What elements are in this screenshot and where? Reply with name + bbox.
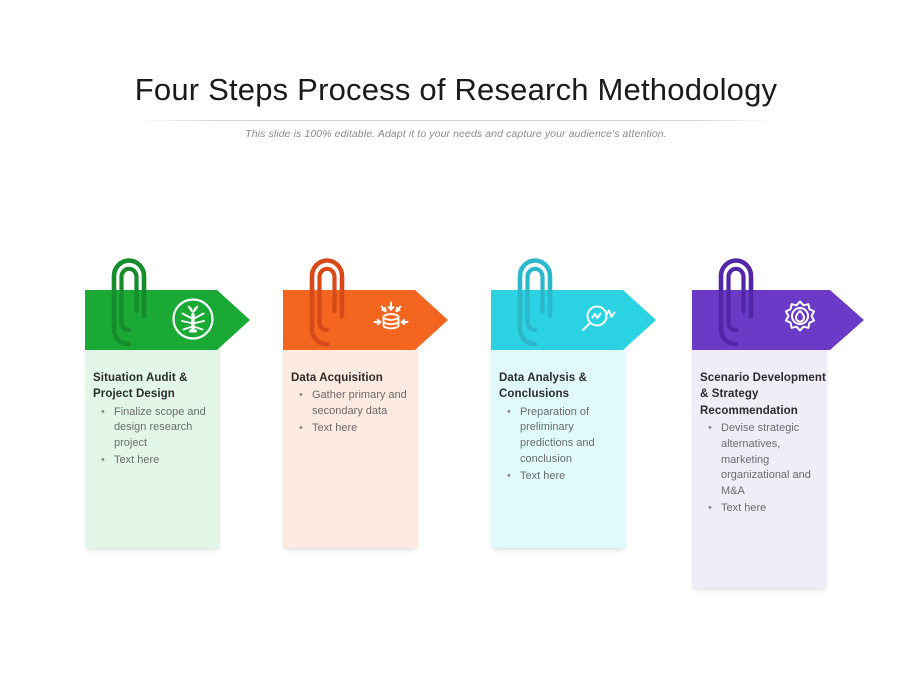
list-item-text: Text here xyxy=(312,421,358,434)
bullet-glyph: • xyxy=(507,405,511,418)
list-item: • Text here xyxy=(93,453,221,469)
list-item: • Text here xyxy=(291,421,419,437)
list-item-text: Gather primary and secondary data xyxy=(312,389,407,418)
page-title: Four Steps Process of Research Methodolo… xyxy=(134,72,778,107)
process-step-card[interactable]: Data Acquisition • Gather primary and sec… xyxy=(283,248,488,578)
bullet-glyph: • xyxy=(101,454,105,467)
step-bullet-list: • Finalize scope and design research proj… xyxy=(93,405,221,469)
list-item-text: Text here xyxy=(520,469,566,482)
bullet-glyph: • xyxy=(299,421,303,434)
step-body-panel xyxy=(283,340,418,548)
paperclip-outer-stroke xyxy=(517,258,553,347)
step-body-panel xyxy=(85,340,220,548)
bullet-glyph: • xyxy=(708,502,712,515)
list-item-text: Text here xyxy=(114,454,160,467)
paperclip-inner-stroke xyxy=(726,266,746,333)
step-heading: Situation Audit & Project Design xyxy=(93,372,188,401)
step-heading: Scenario Development & Strategy Recommen… xyxy=(700,372,826,417)
database-collect-icon xyxy=(368,296,414,342)
slide-header: Four Steps Process of Research Methodolo… xyxy=(0,0,912,140)
page-subtitle: This slide is 100% editable. Adapt it to… xyxy=(245,127,667,140)
paperclip-icon xyxy=(513,256,557,348)
title-divider xyxy=(135,119,777,121)
process-step-card[interactable]: Situation Audit & Project Design • Finali… xyxy=(85,248,290,578)
paperclip-outer-stroke xyxy=(111,258,147,347)
process-step-card[interactable]: Scenario Development & Strategy Recommen… xyxy=(692,248,897,588)
plant-emblem-icon xyxy=(170,296,216,342)
bullet-glyph: • xyxy=(101,405,105,418)
step-body-panel xyxy=(692,340,827,588)
list-item-text: Preparation of preliminary predictions a… xyxy=(520,405,595,466)
gear-flame-icon xyxy=(777,296,823,342)
paperclip-icon xyxy=(305,256,349,348)
paperclip-inner-stroke xyxy=(119,266,139,333)
bullet-glyph: • xyxy=(299,389,303,402)
paperclip-outer-stroke xyxy=(718,258,754,347)
list-item: • Text here xyxy=(700,501,828,517)
step-bullet-list: • Devise strategic alternatives, marketin… xyxy=(700,421,828,517)
list-item-text: Text here xyxy=(721,502,767,515)
paperclip-outer-stroke xyxy=(309,258,345,347)
paperclip-icon xyxy=(714,256,758,348)
process-step-card[interactable]: Data Analysis & Conclusions • Preparation… xyxy=(491,248,696,578)
step-heading: Data Analysis & Conclusions xyxy=(499,372,587,401)
paperclip-icon xyxy=(107,256,151,348)
bullet-glyph: • xyxy=(507,469,511,482)
step-text-block: Situation Audit & Project Design • Finali… xyxy=(93,370,221,470)
bullet-glyph: • xyxy=(708,421,712,434)
list-item: • Gather primary and secondary data xyxy=(291,388,419,420)
list-item: • Preparation of preliminary predictions … xyxy=(499,405,627,468)
list-item-text: Devise strategic alternatives, marketing… xyxy=(721,421,811,498)
step-body-panel xyxy=(491,340,626,548)
step-text-block: Data Acquisition • Gather primary and sec… xyxy=(291,370,419,438)
list-item: • Devise strategic alternatives, marketin… xyxy=(700,421,828,500)
paperclip-inner-stroke xyxy=(317,266,337,333)
list-item-text: Finalize scope and design research proje… xyxy=(114,405,206,450)
list-item: • Text here xyxy=(499,469,627,485)
paperclip-inner-stroke xyxy=(525,266,545,333)
magnifier-analytics-icon xyxy=(576,296,622,342)
step-bullet-list: • Gather primary and secondary data • Text… xyxy=(291,388,419,436)
process-steps-container: Situation Audit & Project Design • Finali… xyxy=(0,248,912,588)
step-bullet-list: • Preparation of preliminary predictions … xyxy=(499,405,627,485)
step-text-block: Data Analysis & Conclusions • Preparation… xyxy=(499,370,627,486)
step-text-block: Scenario Development & Strategy Recommen… xyxy=(700,370,828,518)
list-item: • Finalize scope and design research proj… xyxy=(93,405,221,452)
step-heading: Data Acquisition xyxy=(291,372,383,384)
